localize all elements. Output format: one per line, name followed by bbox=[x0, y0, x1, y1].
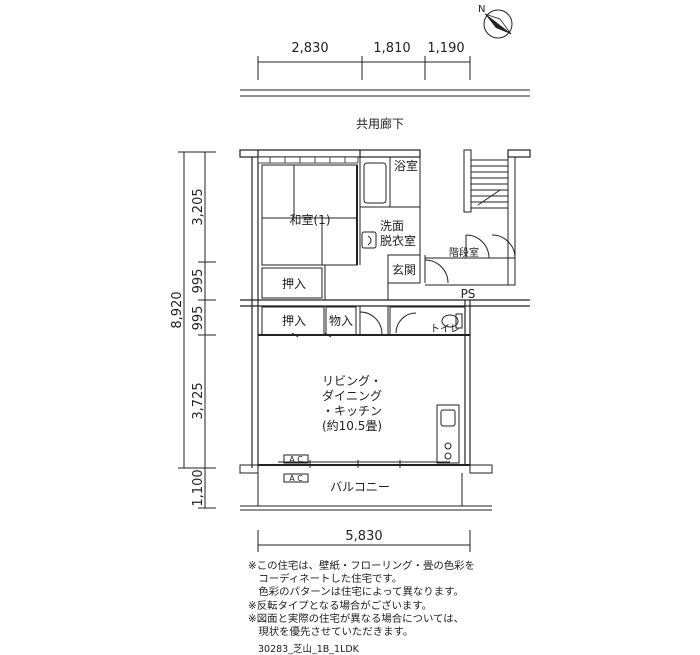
ldk-label-3: ・キッチン bbox=[322, 404, 382, 418]
dim-left-2: 995 bbox=[191, 269, 206, 294]
dim-bottom: 5,830 bbox=[345, 529, 382, 544]
bath-label: 浴室 bbox=[394, 158, 418, 173]
note-line: 色彩のパターンは住宅によって異なります。 bbox=[248, 586, 464, 599]
note-line: コーディネートした住宅です。 bbox=[248, 573, 403, 586]
balcony bbox=[239, 464, 493, 511]
ldk-label-4: (約10.5畳) bbox=[322, 418, 382, 433]
ac-1-label: A C bbox=[289, 455, 303, 464]
dim-left-3: 995 bbox=[191, 306, 206, 331]
ac-2-label: A C bbox=[289, 474, 303, 483]
balcony-label: バルコニー bbox=[330, 480, 390, 494]
storage-label: 物入 bbox=[329, 314, 353, 328]
oshiire-1-label: 押入 bbox=[282, 277, 306, 291]
top-dimension-line bbox=[257, 56, 471, 80]
exterior-walls bbox=[239, 149, 531, 468]
washitsu-room bbox=[261, 164, 358, 266]
note-line: ※この住宅は、壁紙・フローリング・畳の色彩を bbox=[248, 560, 475, 572]
stair-label: 階段室 bbox=[449, 246, 479, 259]
dim-top-2: 1,810 bbox=[373, 41, 410, 56]
ps-label: PS bbox=[461, 287, 476, 301]
left-dimension-lines bbox=[178, 151, 216, 509]
note-line: ※図面と実際の住宅が異なる場合については、 bbox=[248, 612, 464, 625]
oshiire-2-storage bbox=[261, 306, 389, 336]
notes: ※この住宅は、壁紙・フローリング・畳の色彩を コーディネートした住宅です。 色彩… bbox=[248, 560, 688, 639]
dim-left-5: 1,100 bbox=[191, 469, 206, 506]
oshiire-1 bbox=[261, 265, 326, 300]
dim-left-4: 3,725 bbox=[191, 382, 206, 419]
dim-top-1: 2,830 bbox=[291, 41, 328, 56]
washitsu-label: 和室(1) bbox=[290, 212, 331, 227]
ac-units bbox=[283, 454, 309, 483]
corridor-label: 共用廊下 bbox=[356, 116, 404, 131]
ldk-room bbox=[258, 332, 470, 468]
dim-left-total: 8,920 bbox=[170, 291, 185, 328]
stair-room bbox=[425, 149, 516, 286]
north-window bbox=[257, 156, 359, 164]
toilet-label: トイレ bbox=[430, 324, 460, 335]
north-compass-icon: N bbox=[478, 4, 513, 39]
north-label: N bbox=[478, 4, 485, 15]
washroom-label-2: 脱衣室 bbox=[380, 233, 416, 248]
entrance-label: 玄関 bbox=[392, 262, 416, 277]
entrance-area bbox=[387, 254, 449, 300]
washroom-label-1: 洗面 bbox=[380, 219, 404, 233]
washroom bbox=[359, 207, 377, 265]
bath-room bbox=[359, 156, 421, 265]
corridor-edge bbox=[240, 89, 530, 97]
bottom-dimension-line bbox=[257, 530, 471, 552]
dim-left-1: 3,205 bbox=[191, 188, 206, 225]
plan-code: 30283_芝山_1B_1LDK bbox=[258, 644, 359, 655]
ldk-label-2: ダイニング bbox=[322, 388, 382, 403]
ldk-label-1: リビング・ bbox=[322, 374, 382, 388]
kitchen-counter bbox=[436, 404, 460, 464]
oshiire-2-label: 押入 bbox=[282, 314, 306, 328]
dim-top-3: 1,190 bbox=[427, 41, 464, 56]
note-line: 現状を優先させていただきます。 bbox=[248, 626, 414, 639]
note-line: ※反転タイプとなる場合がございます。 bbox=[248, 599, 432, 612]
